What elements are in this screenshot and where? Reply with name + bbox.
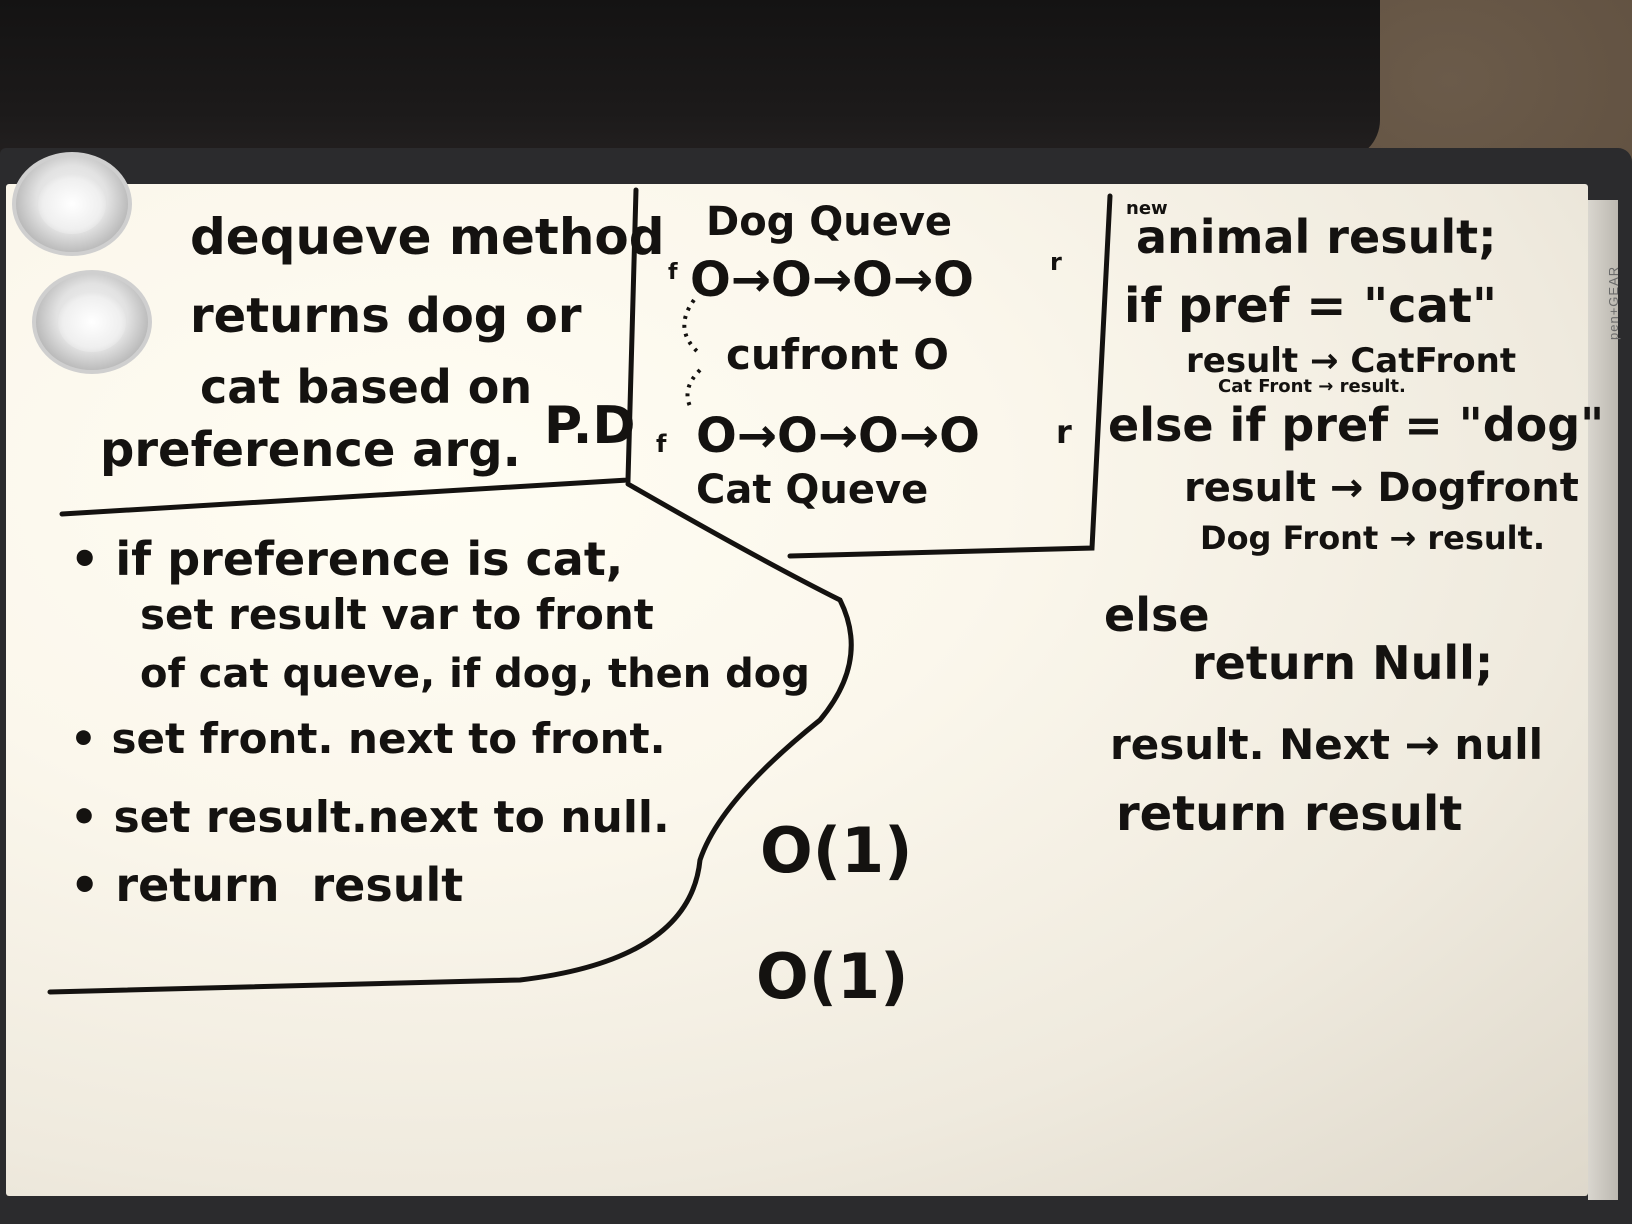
dog-front-marker: f	[668, 260, 678, 285]
bullet-1-line-2: set result var to front	[140, 590, 654, 639]
dog-queue-title: Dog Queve	[706, 199, 953, 245]
bullet-1-line-1: • if preference is cat,	[70, 532, 624, 586]
cat-queue-nodes: O→O→O→O	[696, 408, 980, 464]
code-line-5: else if pref = "dog"	[1108, 398, 1605, 452]
middle-box-line	[787, 193, 1113, 559]
bullet-2: • set front. next to front.	[70, 714, 666, 763]
cat-front-marker: f	[656, 430, 667, 458]
whiteboard	[6, 184, 1588, 1196]
code-line-8: else	[1104, 588, 1210, 642]
code-line-10: result. Next → null	[1110, 720, 1543, 769]
title-line-2: returns dog or	[190, 288, 582, 344]
code-line-7: Dog Front → result.	[1200, 519, 1546, 557]
code-line-2: if pref = "cat"	[1124, 278, 1497, 334]
complexity-second: O(1)	[756, 940, 909, 1013]
desk-surface	[0, 0, 1380, 160]
code-line-3: result → CatFront	[1186, 341, 1517, 381]
marker-tray	[1588, 200, 1618, 1200]
bullet-4: • return result	[70, 858, 464, 912]
new-note: new	[1126, 198, 1168, 219]
complexity-first: O(1)	[760, 814, 913, 887]
top-left-box-line	[59, 187, 639, 517]
bullet-enclosure-line	[47, 481, 854, 995]
title-line-4: preference arg.	[100, 422, 521, 478]
title-line-1: dequeve method	[190, 208, 665, 266]
magnet-cup-top	[12, 152, 132, 256]
title-line-3: cat based on	[200, 360, 533, 414]
magnet-cup-bottom	[32, 270, 152, 374]
code-line-6: result → Dogfront	[1184, 465, 1579, 511]
code-line-4: Cat Front → result.	[1218, 376, 1406, 397]
cat-rear-marker: r	[1056, 413, 1072, 451]
dotted-pointer	[682, 298, 702, 412]
initials-tag: P.D	[544, 396, 636, 456]
code-line-9: return Null;	[1192, 636, 1494, 690]
code-line-11: return result	[1116, 786, 1463, 842]
cufront-label: cufront O	[726, 330, 949, 379]
bullet-3: • set result.next to null.	[70, 792, 670, 843]
code-line-1: animal result;	[1136, 210, 1497, 264]
dog-queue-nodes: O→O→O→O	[690, 252, 974, 308]
cat-queue-title: Cat Queve	[696, 467, 929, 513]
bullet-1-line-3: of cat queve, if dog, then dog	[140, 651, 810, 697]
dog-rear-marker: r	[1050, 248, 1062, 276]
